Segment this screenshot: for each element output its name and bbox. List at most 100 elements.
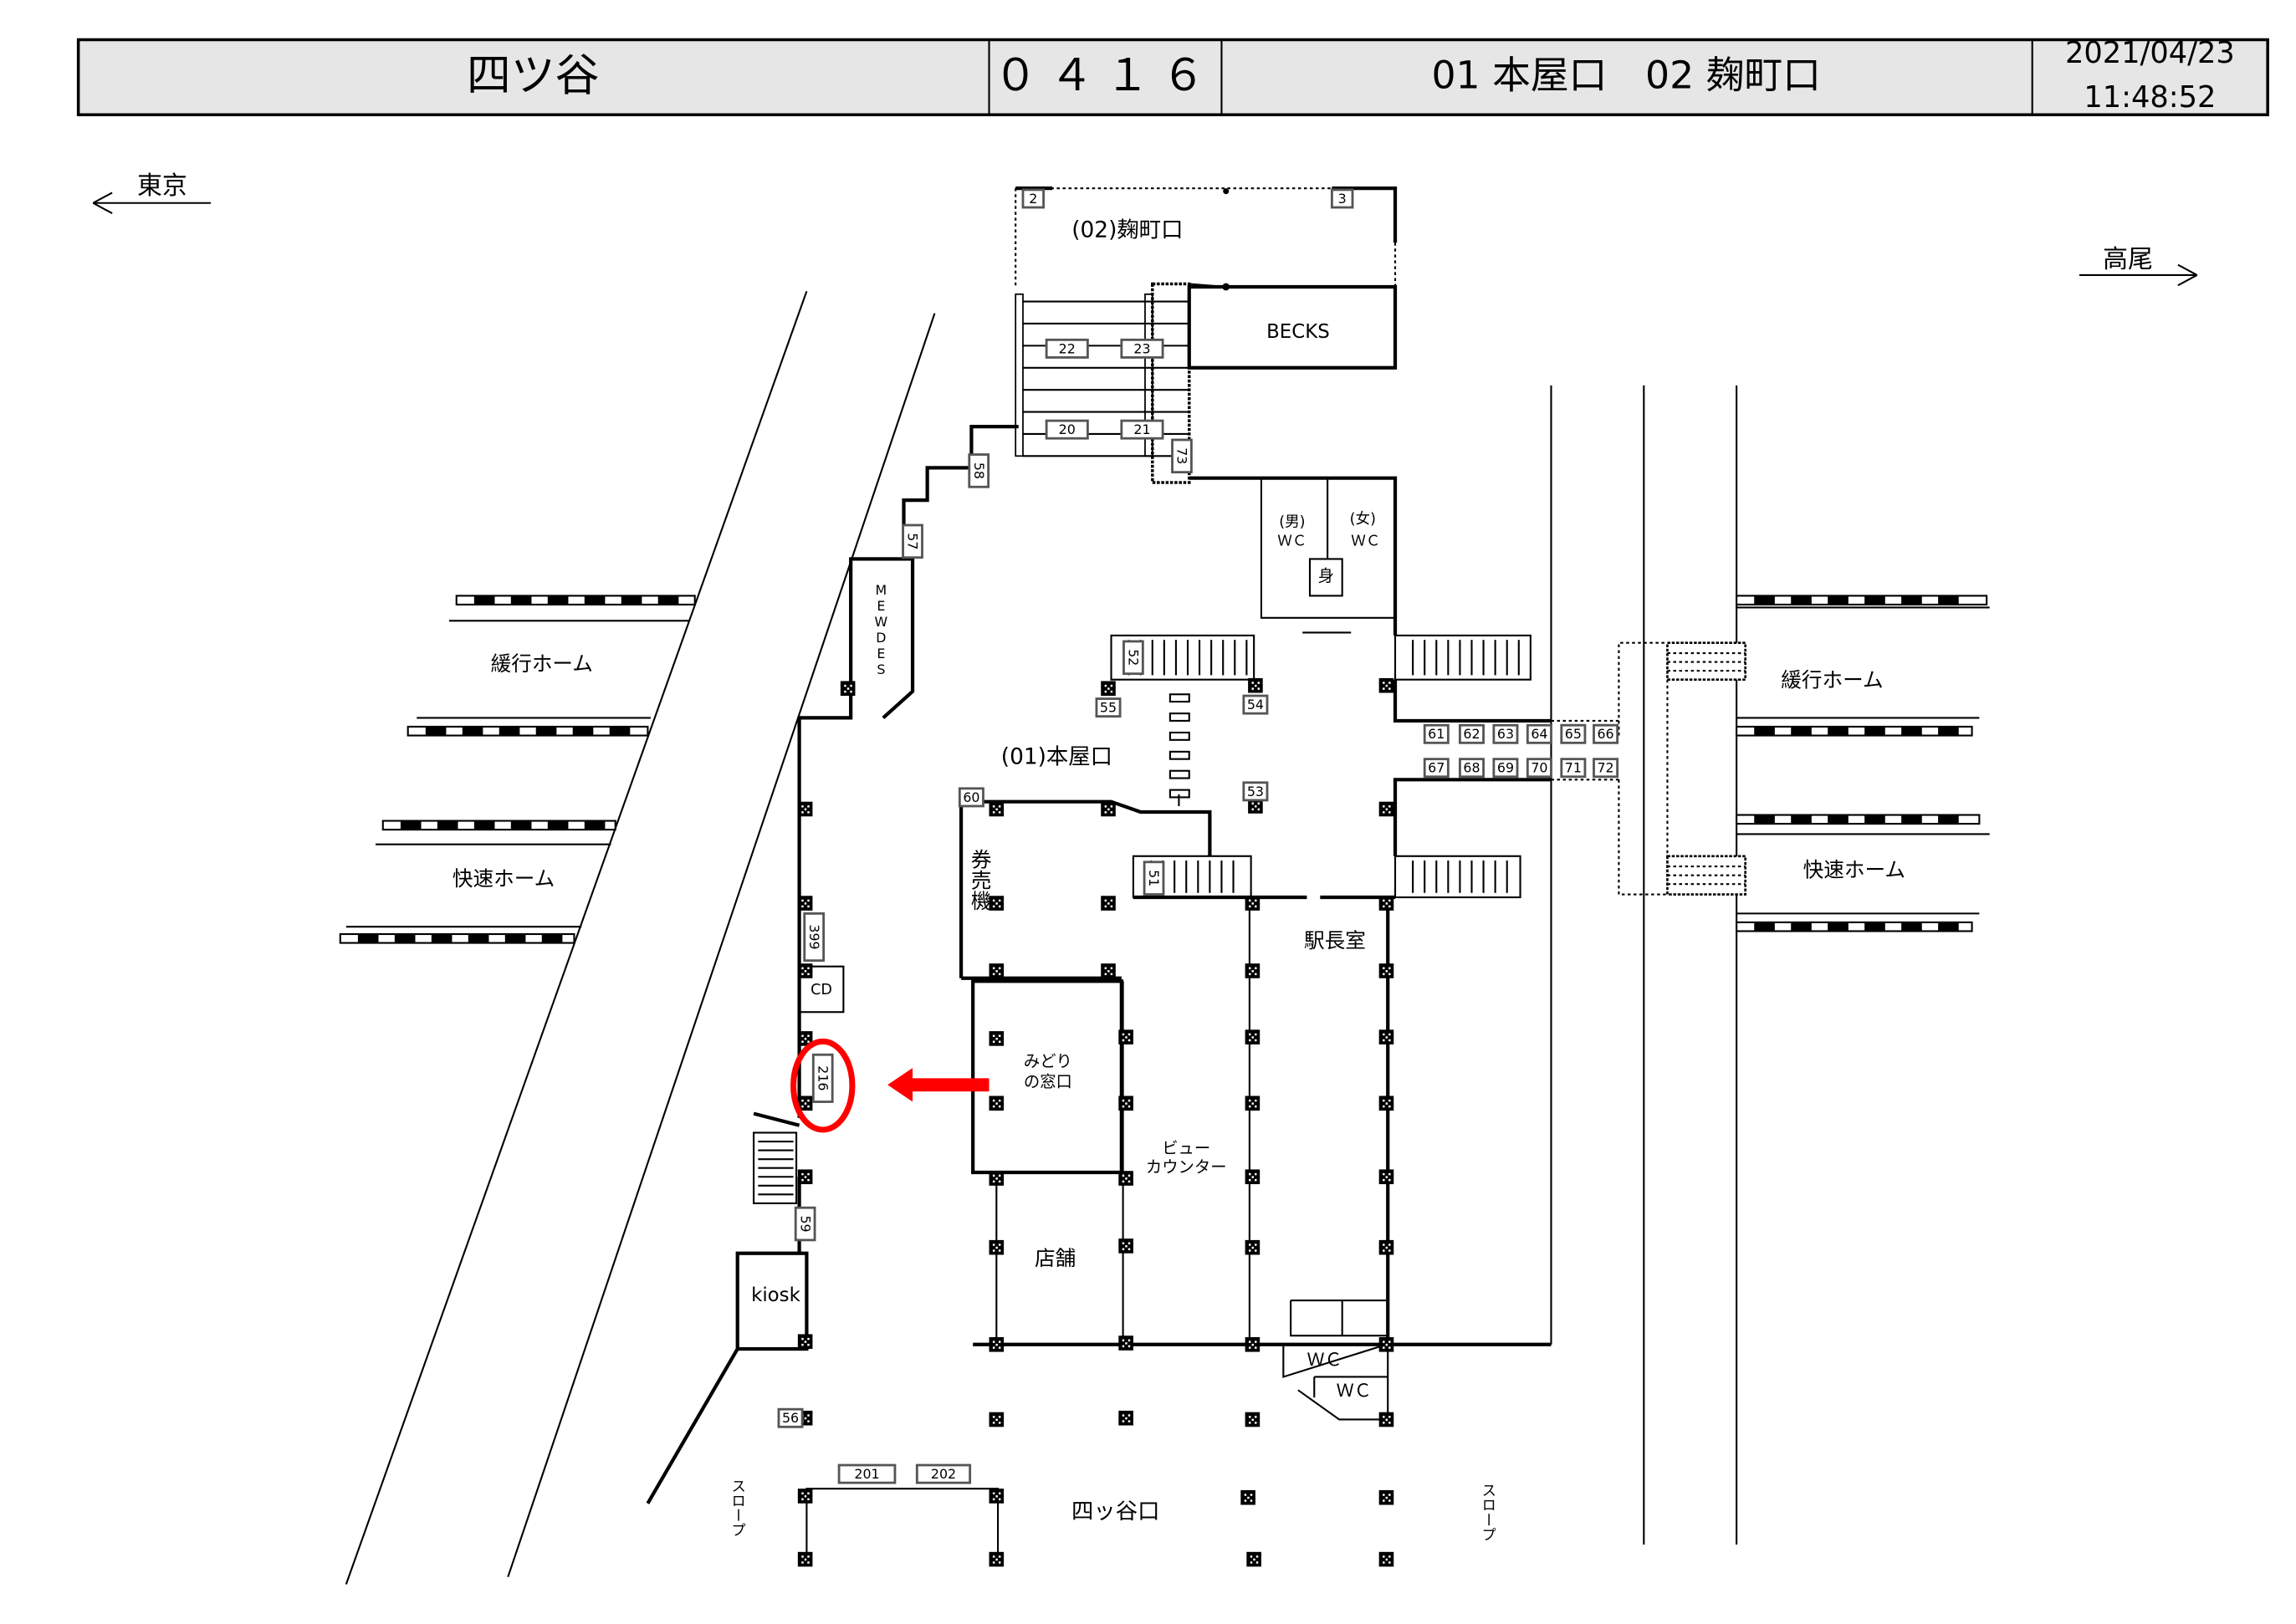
- marker-201: 201: [837, 1463, 897, 1484]
- platform-label-left-local: 緩行ホーム: [491, 651, 593, 676]
- pillar: [989, 896, 1005, 911]
- pillar: [797, 963, 813, 978]
- marker-58: 58: [968, 453, 990, 488]
- pillar: [989, 1412, 1005, 1427]
- wc-men-label-2: ＷＣ: [1277, 533, 1307, 549]
- marker-label: 21: [1133, 421, 1150, 437]
- pillar: [1245, 1412, 1260, 1427]
- pillar: [797, 801, 813, 817]
- direction-left: 東京: [92, 171, 211, 214]
- marker-label: 71: [1565, 760, 1582, 776]
- pillar: [1118, 1410, 1133, 1426]
- platform-label-right-local: 緩行ホーム: [1781, 667, 1883, 692]
- pillar: [1118, 1171, 1133, 1186]
- slope-right-label: スロープ: [1480, 1483, 1496, 1541]
- midori-label-2: の窓口: [1024, 1072, 1072, 1091]
- marker-2: 2: [1021, 188, 1046, 209]
- marker-label: 23: [1133, 340, 1150, 356]
- pillar: [1378, 1489, 1394, 1505]
- pillar: [797, 1551, 813, 1567]
- pillar: [797, 1169, 813, 1185]
- marker-73: 73: [1171, 438, 1193, 474]
- pillar: [1240, 1489, 1255, 1505]
- midori-no-madoguchi: [971, 979, 1123, 1175]
- pillar: [797, 1334, 813, 1350]
- marker-63: 63: [1492, 723, 1519, 744]
- becks-label: BECKS: [1266, 321, 1330, 343]
- pillar: [989, 1031, 1005, 1046]
- slope-left-label: スロープ: [729, 1478, 746, 1537]
- pillar: [989, 963, 1005, 978]
- pillar: [1118, 1029, 1133, 1044]
- cd-label: CD: [811, 982, 832, 998]
- marker-label: 73: [1174, 447, 1190, 464]
- marker-label: 67: [1428, 760, 1445, 776]
- pillar: [1378, 896, 1394, 911]
- marker-72: 72: [1593, 758, 1619, 779]
- pillars: [797, 677, 1394, 1567]
- escalator: [1151, 282, 1191, 484]
- header-bar: 四ツ谷 ０４１６ 01 本屋口 02 麹町口 2021/04/23 11:48:…: [76, 36, 2269, 116]
- pillar: [1378, 801, 1394, 817]
- arrow-left-icon: [92, 192, 211, 214]
- marker-216: 216: [811, 1053, 834, 1103]
- pillar: [1245, 963, 1260, 978]
- marker-23: 23: [1120, 338, 1164, 359]
- stairs-left: [753, 1131, 798, 1204]
- kiosk-label: kiosk: [751, 1284, 800, 1306]
- marker-61: 61: [1423, 723, 1450, 744]
- station-master-label: 駅長室: [1304, 928, 1366, 952]
- pillar: [989, 1489, 1005, 1504]
- wc-label-a: ＷＣ: [1307, 1349, 1342, 1370]
- pillar: [989, 1551, 1005, 1567]
- wc-label-b: ＷＣ: [1337, 1380, 1372, 1401]
- pillar: [1378, 677, 1394, 693]
- marker-3: 3: [1330, 188, 1354, 209]
- marker-70: 70: [1526, 758, 1552, 779]
- wc-women-label-2: ＷＣ: [1351, 533, 1380, 549]
- marker-53: 53: [1242, 781, 1269, 802]
- time: 11:48:52: [2084, 80, 2216, 115]
- marker-22: 22: [1045, 338, 1089, 359]
- marker-label: 65: [1565, 726, 1582, 742]
- pillar: [1248, 677, 1263, 693]
- pillar: [1378, 1095, 1394, 1111]
- pillar: [1118, 1095, 1133, 1111]
- marker-71: 71: [1560, 758, 1587, 779]
- pillar: [1245, 1239, 1260, 1255]
- marker-57: 57: [902, 523, 923, 559]
- marker-56: 56: [777, 1407, 804, 1428]
- marker-label: 60: [963, 789, 979, 805]
- highlight-arrow-icon: [887, 1068, 989, 1102]
- marker-label: 54: [1247, 697, 1264, 712]
- track-line: [507, 313, 936, 1578]
- pillar: [1378, 1169, 1394, 1185]
- direction-right-label: 高尾: [2103, 245, 2153, 274]
- center-gate-line: [1168, 693, 1190, 806]
- marker-label: 72: [1597, 760, 1613, 776]
- marker-label: 202: [931, 1466, 956, 1482]
- highlight-circle: [790, 1038, 856, 1133]
- pillar: [1101, 963, 1116, 978]
- marker-399: 399: [803, 912, 826, 963]
- marker-label: 22: [1059, 340, 1076, 356]
- marker-label: 55: [1100, 699, 1117, 715]
- exit-names: 01 本屋口 02 麹町口: [1431, 54, 1820, 98]
- pillar: [797, 1489, 813, 1504]
- marker-label: 20: [1059, 421, 1076, 437]
- marker-label: 201: [854, 1466, 879, 1482]
- pillar: [797, 896, 813, 911]
- wc-men-label: (男): [1279, 513, 1305, 530]
- accessible-toilet-label: 身: [1318, 566, 1334, 585]
- pillar: [1378, 1551, 1394, 1567]
- marker-label: 53: [1247, 784, 1264, 799]
- pillar: [1101, 896, 1116, 911]
- ticket-machines-label: 券売機: [968, 849, 992, 911]
- date: 2021/04/23: [2065, 36, 2235, 70]
- pillar: [1378, 963, 1394, 978]
- pillar: [989, 1239, 1005, 1255]
- platform-label-left-rapid: 快速ホーム: [453, 866, 555, 891]
- marker-68: 68: [1459, 758, 1485, 779]
- marker-52: 52: [1122, 640, 1144, 676]
